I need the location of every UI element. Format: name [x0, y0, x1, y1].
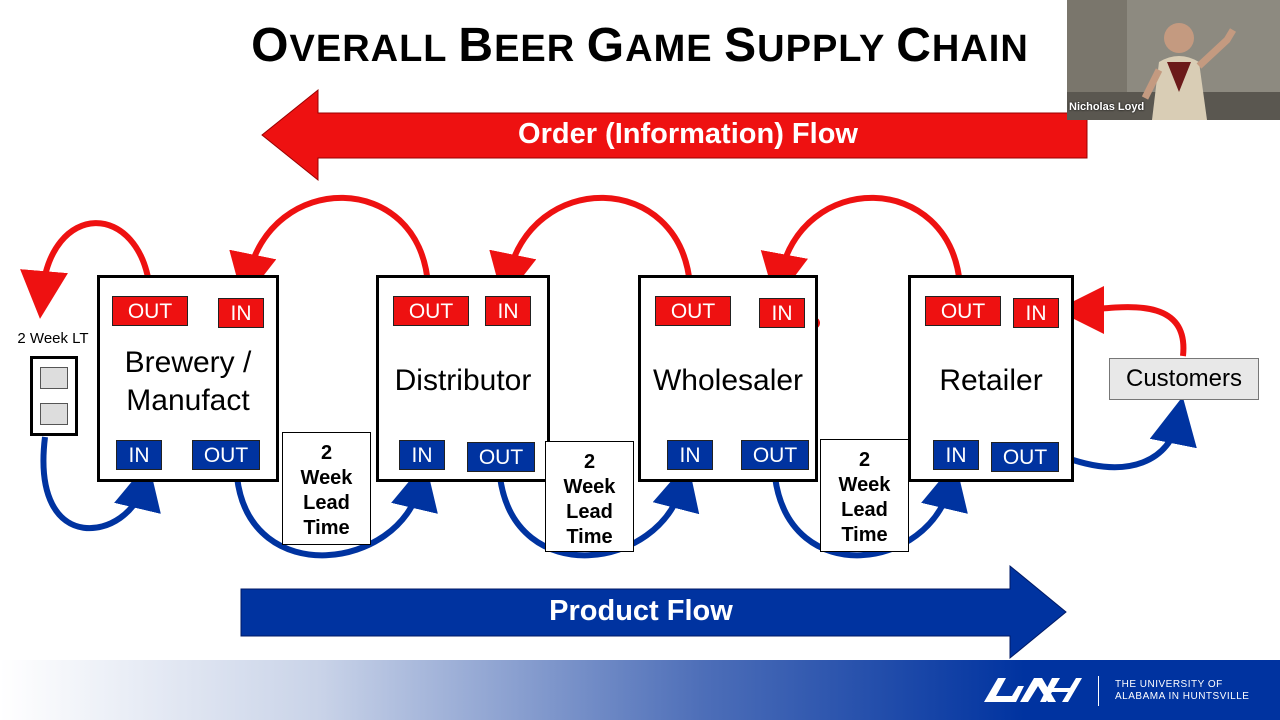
lead-time-line: Time [566, 526, 613, 548]
brewery-out-product-tag: OUT [192, 440, 260, 470]
order-curve-distributor-to-brewery [229, 194, 431, 302]
wholesaler-out-product-tag: OUT [741, 440, 809, 470]
distributor-out-order-tag: OUT [393, 296, 469, 326]
node-distributor: OUT IN Distributor IN OUT [376, 275, 550, 482]
slide-title: OVERALL BEER GAME SUPPLY CHAIN [251, 19, 1029, 72]
brewery-in-product-tag: IN [116, 440, 162, 470]
order-flow-arrow [261, 88, 1088, 182]
wholesaler-in-order-tag: IN [759, 298, 805, 328]
lead-time-line: Week [300, 467, 353, 489]
buffer-slot [40, 403, 68, 425]
retailer-out-product-tag: OUT [991, 442, 1059, 472]
lead-time-line: Lead [566, 501, 613, 523]
webcam-image [1067, 0, 1280, 120]
lead-time-label: 2 Week LT [17, 330, 89, 347]
lead-time-line: 2 [583, 451, 596, 473]
webcam-participant-name: Nicholas Loyd [1069, 101, 1145, 113]
distributor-in-product-tag: IN [399, 440, 445, 470]
node-brewery: OUT IN Brewery / Manufact IN OUT [97, 275, 279, 482]
order-curve-brewery-to-lt [20, 220, 153, 319]
lead-time-line: Time [303, 517, 350, 539]
lead-time-line: 2 [320, 442, 333, 464]
university-name-line2: ALABAMA IN HUNTSVILLE [1115, 691, 1250, 702]
retailer-label: Retailer [939, 364, 1043, 397]
lead-time-line: Week [838, 474, 891, 496]
retailer-in-product-tag: IN [933, 440, 979, 470]
lead-time-line: Week [563, 476, 616, 498]
brewery-in-order-tag: IN [218, 298, 264, 328]
lead-time-box: 2 Week Lead Time [820, 439, 909, 552]
retailer-in-order-tag: IN [1013, 298, 1059, 328]
node-wholesaler: OUT IN Wholesaler IN OUT [638, 275, 818, 482]
lead-time-line: Lead [303, 492, 350, 514]
product-flow-label: Product Flow [549, 595, 733, 627]
lead-time-buffer [30, 356, 78, 436]
distributor-label: Distributor [394, 364, 532, 397]
order-flow-label: Order (Information) Flow [518, 118, 858, 150]
product-curve-brewery-to-distributor [234, 461, 438, 559]
order-curve-customers-to-retailer [1056, 285, 1187, 357]
retailer-out-order-tag: OUT [925, 296, 1001, 326]
product-curve-lt-to-brewery [40, 436, 161, 532]
order-curve-retailer-to-wholesaler [760, 194, 963, 302]
distributor-out-product-tag: OUT [467, 442, 535, 472]
brewery-label-line2: Manufact [126, 384, 250, 417]
wholesaler-out-order-tag: OUT [655, 296, 731, 326]
brewery-label-line1: Brewery / [124, 346, 252, 379]
customers-box: Customers [1109, 358, 1259, 400]
product-curve-wholesaler-to-retailer [772, 461, 968, 559]
lead-time-box: 2 Week Lead Time [282, 432, 371, 545]
order-curve-wholesaler-to-distributor [489, 194, 693, 302]
university-name: THE UNIVERSITY OF ALABAMA IN HUNTSVILLE [1115, 679, 1249, 703]
node-retailer: OUT IN Retailer IN OUT [908, 275, 1074, 482]
brewery-out-order-tag: OUT [112, 296, 188, 326]
wholesaler-label: Wholesaler [652, 364, 804, 397]
wholesaler-in-product-tag: IN [667, 440, 713, 470]
webcam-feed [1067, 0, 1280, 120]
footer-divider [1098, 676, 1099, 706]
lead-time-line: 2 [858, 449, 871, 471]
uah-logo [984, 678, 1082, 702]
lead-time-line: Time [841, 524, 888, 546]
product-curve-distributor-to-wholesaler [497, 461, 700, 559]
lead-time-line: Lead [841, 499, 888, 521]
university-name-line1: THE UNIVERSITY OF [1115, 679, 1223, 690]
distributor-in-order-tag: IN [485, 296, 531, 326]
product-flow-arrow [240, 564, 1067, 660]
buffer-slot [40, 367, 68, 389]
lead-time-box: 2 Week Lead Time [545, 441, 634, 552]
product-curve-retailer-to-customers [1066, 396, 1197, 471]
footer-band [0, 660, 1280, 720]
